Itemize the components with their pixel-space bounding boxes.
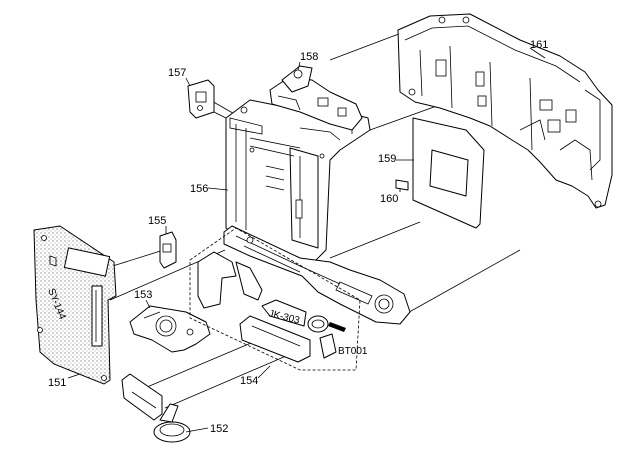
bracket-153	[129, 305, 211, 353]
lug-152	[121, 373, 191, 443]
label-160: 160	[380, 193, 398, 205]
label-157: 157	[168, 67, 186, 79]
small-bracket-155	[159, 231, 177, 269]
leader-lines	[67, 47, 546, 433]
label-152: 152	[210, 423, 228, 435]
label-156: 156	[190, 183, 208, 195]
board-151: SY-144	[33, 225, 117, 385]
label-153: 153	[134, 289, 152, 301]
assembly-154: JK-303 BT001	[189, 227, 368, 371]
callout-labels: 151 152 153 154 155 156 157 158 159 160 …	[48, 39, 548, 435]
top-bracket-158	[269, 65, 363, 131]
bottom-tray	[223, 225, 411, 325]
label-159: 159	[378, 153, 396, 165]
assembly-guide-lines	[99, 25, 521, 409]
label-155: 155	[148, 215, 166, 227]
label-161: 161	[530, 39, 548, 51]
label-158: 158	[300, 51, 318, 63]
board-label-bt001: BT001	[338, 346, 368, 357]
small-bracket-157	[187, 79, 227, 119]
sheet-159	[412, 117, 485, 229]
rear-frame-161	[397, 13, 613, 209]
label-151: 151	[48, 377, 66, 389]
label-154: 154	[240, 375, 258, 387]
sheet-160	[395, 179, 409, 191]
